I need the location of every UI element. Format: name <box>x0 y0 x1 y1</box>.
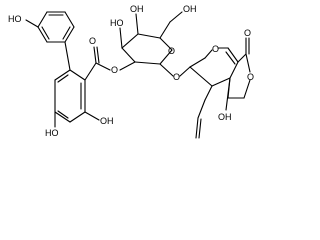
iridoid-ring-system <box>179 37 251 139</box>
atom-labels: HO O O OH HO HO OH OH O O O O O OH <box>8 4 254 138</box>
ester-oxygen-label: O <box>111 65 118 75</box>
tertiary-hydroxyl-label: OH <box>218 112 232 122</box>
pyran-oxygen-label: O <box>212 44 219 54</box>
aromatic-hydroxyl-right-label: OH <box>100 116 114 126</box>
structure-drawing: HO O O OH HO HO OH OH O O O O O OH <box>8 4 254 139</box>
glycosidic-oxygen-label: O <box>173 72 180 82</box>
glucose-ring <box>119 11 183 77</box>
lactone-carbonyl-oxygen-label: O <box>244 28 251 38</box>
sugar-hydroxymethyl-label: OH <box>183 4 197 14</box>
chemical-structure-canvas: HO O O OH HO HO OH OH O O O O O OH <box>8 4 254 139</box>
aromatic-hydroxyl-bottom-label: HO <box>45 128 59 138</box>
lactone-ring-oxygen-label: O <box>247 72 254 82</box>
biphenyl-hydroxyl-label: HO <box>8 14 22 24</box>
benzoate-ring <box>54 41 100 128</box>
sugar-ring-oxygen-label: O <box>168 46 175 56</box>
ester-carbonyl-oxygen-label: O <box>89 36 96 46</box>
ester-linkage <box>84 46 136 81</box>
sugar-hydroxyl-2-label: HO <box>110 18 124 28</box>
sugar-hydroxyl-3-label: OH <box>130 4 144 14</box>
hydroxyphenyl-ring <box>25 11 75 43</box>
